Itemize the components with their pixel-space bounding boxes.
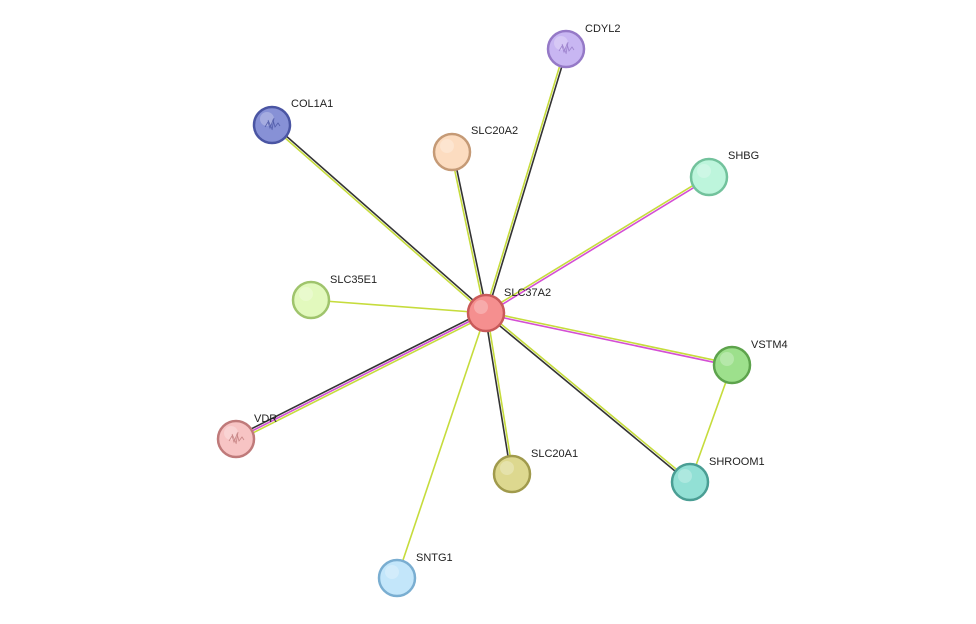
node-circle[interactable] — [291, 280, 331, 320]
node-highlight — [385, 565, 399, 579]
node-highlight — [440, 139, 454, 153]
edge-slc37a2-slc20a2 — [450, 151, 488, 314]
node-cdyl2[interactable] — [546, 29, 586, 69]
edge-slc37a2-col1a1 — [270, 123, 488, 315]
edge-line-coexpression — [234, 310, 486, 438]
node-label-slc20a2: SLC20A2 — [471, 125, 518, 137]
edge-line-coexpression — [452, 151, 488, 313]
edge-slc37a2-shbg — [485, 175, 710, 315]
node-label-slc20a1: SLC20A1 — [531, 448, 578, 460]
node-highlight — [474, 300, 488, 314]
node-label-slc37a2: SLC37A2 — [504, 287, 551, 299]
node-highlight — [260, 112, 274, 126]
node-slc20a2[interactable] — [432, 132, 472, 172]
edge-line-experiments — [486, 177, 710, 315]
node-highlight — [678, 469, 692, 483]
edge-line-experiments — [235, 312, 487, 440]
protein-structure-icon — [558, 41, 575, 55]
edge-line-textmining — [270, 125, 486, 315]
node-slc20a1[interactable] — [492, 454, 532, 494]
node-shroom1[interactable] — [670, 462, 710, 502]
edge-line-coexpression — [484, 313, 512, 475]
edge-line-textmining — [486, 311, 692, 482]
node-circle[interactable] — [466, 293, 506, 333]
node-shbg[interactable] — [689, 157, 729, 197]
edge-line-coexpression — [486, 49, 568, 314]
node-col1a1[interactable] — [252, 105, 292, 145]
node-label-shbg: SHBG — [728, 150, 759, 162]
node-label-shroom1: SHROOM1 — [709, 456, 765, 468]
node-circle[interactable] — [712, 345, 752, 385]
edge-line-textmining — [689, 364, 733, 483]
node-highlight — [224, 426, 238, 440]
node-label-sntg1: SNTG1 — [416, 552, 453, 564]
node-slc37a2[interactable] — [466, 293, 506, 333]
edge-line-textmining — [450, 152, 486, 314]
node-highlight — [500, 461, 514, 475]
node-highlight — [299, 287, 313, 301]
edge-slc37a2-slc35e1 — [310, 299, 487, 314]
node-circle[interactable] — [689, 157, 729, 197]
edge-line-textmining — [396, 312, 487, 579]
edge-line-coexpression — [272, 123, 488, 313]
node-circle[interactable] — [432, 132, 472, 172]
node-circle[interactable] — [492, 454, 532, 494]
node-highlight — [720, 352, 734, 366]
nodes-layer — [216, 29, 752, 598]
node-slc35e1[interactable] — [291, 280, 331, 320]
edge-line-textmining — [486, 311, 733, 365]
edge-vstm4-shroom1 — [689, 364, 733, 483]
node-vstm4[interactable] — [712, 345, 752, 385]
edge-slc37a2-shroom1 — [484, 311, 692, 484]
node-vdr[interactable] — [216, 419, 256, 459]
node-circle[interactable] — [252, 105, 292, 145]
edge-slc37a2-vdr — [234, 310, 488, 442]
node-highlight — [554, 36, 568, 50]
node-circle[interactable] — [216, 419, 256, 459]
node-sntg1[interactable] — [377, 558, 417, 598]
node-highlight — [697, 164, 711, 178]
edge-line-textmining — [485, 175, 709, 313]
node-label-cdyl2: CDYL2 — [585, 23, 620, 35]
protein-structure-icon — [228, 431, 245, 445]
edge-line-textmining — [486, 312, 514, 474]
edge-line-textmining — [310, 299, 487, 314]
edges-layer — [234, 48, 733, 579]
edge-slc37a2-vstm4 — [485, 311, 733, 367]
edge-slc37a2-sntg1 — [396, 312, 487, 579]
node-circle[interactable] — [546, 29, 586, 69]
node-label-slc35e1: SLC35E1 — [330, 274, 377, 286]
protein-structure-icon — [264, 117, 281, 131]
node-label-vstm4: VSTM4 — [751, 339, 788, 351]
edge-line-coexpression — [484, 313, 690, 484]
node-circle[interactable] — [377, 558, 417, 598]
node-circle[interactable] — [670, 462, 710, 502]
edge-line-experiments — [485, 313, 732, 367]
node-label-col1a1: COL1A1 — [291, 98, 333, 110]
edge-line-textmining — [236, 314, 488, 442]
edge-line-textmining — [484, 48, 566, 313]
edge-slc37a2-cdyl2 — [484, 48, 568, 314]
node-label-vdr: VDR — [254, 413, 277, 425]
edge-slc37a2-slc20a1 — [484, 312, 514, 475]
